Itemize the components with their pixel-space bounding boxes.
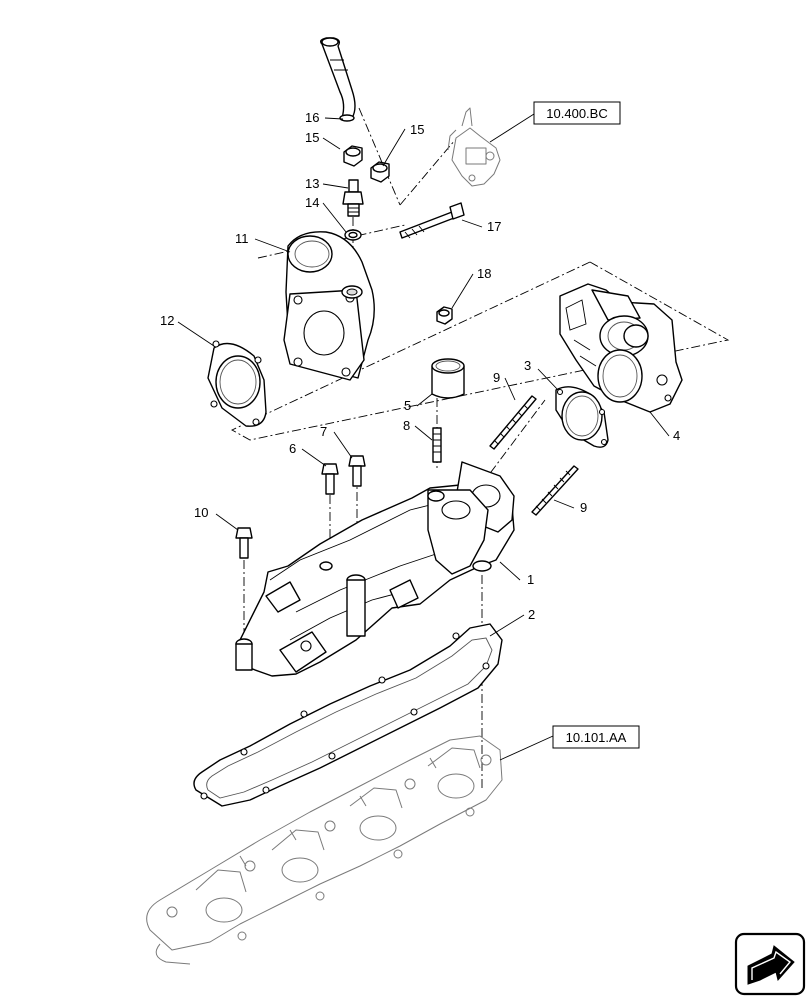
callout-2: 2 xyxy=(528,607,535,622)
callout-14: 14 xyxy=(305,195,319,210)
callout-9-upper: 9 xyxy=(493,370,500,385)
reference-label-upper: 10.400.BC xyxy=(546,106,607,121)
callout-7: 7 xyxy=(320,424,327,439)
part-15-nut-left xyxy=(343,145,363,167)
leader-lines xyxy=(177,113,670,761)
callout-1: 1 xyxy=(527,572,534,587)
part-16-tube xyxy=(319,37,356,122)
callout-18: 18 xyxy=(477,266,491,281)
assembly-lines xyxy=(231,107,730,790)
reference-label-lower: 10.101.AA xyxy=(566,730,627,745)
callout-16: 16 xyxy=(305,110,319,125)
callout-3: 3 xyxy=(524,358,531,373)
part-11-elbow-housing xyxy=(283,231,375,381)
callout-6: 6 xyxy=(289,441,296,456)
callout-17: 17 xyxy=(487,219,501,234)
callout-9-lower: 9 xyxy=(580,500,587,515)
reference-box-upper[interactable]: 10.400.BC xyxy=(533,101,621,125)
part-9-stud-upper xyxy=(489,395,537,450)
part-4-throttle-valve xyxy=(559,283,683,413)
callout-11: 11 xyxy=(235,231,249,246)
part-7-bolt xyxy=(348,455,366,487)
next-page-arrow-icon[interactable] xyxy=(734,932,806,996)
part-10-bolt xyxy=(235,527,253,559)
sensor-ghost xyxy=(447,107,501,187)
part-17-bolt xyxy=(399,202,465,239)
part-5-sleeve xyxy=(431,358,465,399)
callout-8: 8 xyxy=(403,418,410,433)
part-14-washer xyxy=(344,229,362,241)
part-8-stud xyxy=(432,427,442,463)
callout-numbers: 16 15 15 13 14 11 17 18 12 3 9 5 8 7 4 6… xyxy=(160,110,680,622)
part-3-gasket xyxy=(555,386,609,448)
callout-5: 5 xyxy=(404,398,411,413)
part-15-nut-right xyxy=(370,161,390,183)
callout-4: 4 xyxy=(673,428,680,443)
part-18-nut xyxy=(436,306,453,325)
part-6-bolt xyxy=(321,463,339,495)
part-9-stud-lower xyxy=(531,465,579,516)
cylinder-head-ghost xyxy=(146,735,503,965)
reference-box-lower[interactable]: 10.101.AA xyxy=(552,725,640,749)
part-12-gasket xyxy=(207,340,267,427)
part-1-intake-manifold xyxy=(235,461,515,677)
callout-12: 12 xyxy=(160,313,174,328)
part-2-manifold-gasket xyxy=(193,623,503,807)
callout-13: 13 xyxy=(305,176,319,191)
callout-15-left: 15 xyxy=(305,130,319,145)
callout-10: 10 xyxy=(194,505,208,520)
part-13-fitting xyxy=(342,179,364,217)
callout-15-right: 15 xyxy=(410,122,424,137)
